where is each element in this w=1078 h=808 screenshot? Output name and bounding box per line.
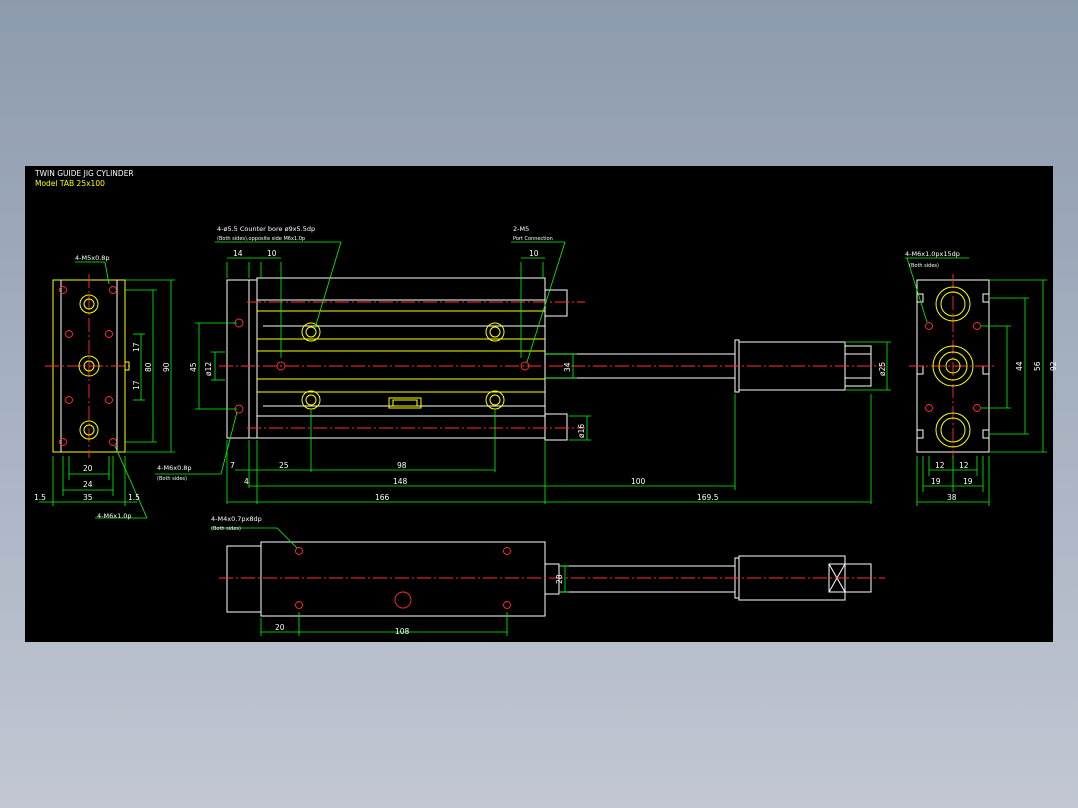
dim-92: 92 [1049,361,1058,371]
front-port-callout: 2-M5 [513,225,529,233]
dim-17-bottom: 17 [132,380,141,390]
dim-7: 7 [230,461,235,470]
dim-10-right: 10 [529,249,539,258]
dim-20: 20 [83,464,93,473]
drawing-title: TWIN GUIDE JIG CYLINDER [34,169,134,178]
right-callout: 4-M6x1.0px15dp [905,250,960,258]
dim-166: 166 [375,493,390,502]
front-view [155,241,891,504]
dim-20-bottom: 20 [275,623,285,632]
dim-38: 38 [947,493,957,502]
dim-35: 35 [83,493,93,502]
bottom-note: (Both sides) [211,526,241,532]
bottom-callout: 4-M4x0.7px8dp [211,515,262,523]
dim-34: 34 [563,362,572,372]
dim-1.5-right: 1.5 [128,493,140,502]
right-end-view [905,257,1047,506]
dim-169.5: 169.5 [697,493,719,502]
dim-28: 28 [555,574,564,584]
dim-19-right: 19 [963,477,973,486]
dim-dia25: ø25 [878,362,887,376]
right-note: (Both sides) [909,263,939,269]
dim-108: 108 [395,627,410,636]
front-side-callout: 4-M6x0.8p [157,464,192,472]
left-top-callout: 4-M5x0.8p [75,254,110,262]
dim-14: 14 [233,249,243,258]
dim-148: 148 [393,477,408,486]
dim-100: 100 [631,477,646,486]
dim-98: 98 [397,461,407,470]
front-side-note: (Both sides) [157,476,187,482]
cad-drawing: TWIN GUIDE JIG CYLINDER Model TAB 25x100 [34,169,1058,636]
dim-90: 90 [162,362,171,372]
cad-viewport[interactable]: TWIN GUIDE JIG CYLINDER Model TAB 25x100 [25,166,1058,642]
left-bottom-callout: 4-M6x1.0p [97,512,132,520]
dim-1.5-left: 1.5 [34,493,46,502]
front-bore-note: (Both sides),opposite side M6x1.0p [217,236,305,242]
model-label: Model TAB 25x100 [35,179,105,188]
dim-19-left: 19 [931,477,941,486]
bottom-view [211,527,885,636]
dim-4: 4 [244,477,249,486]
dim-10-left: 10 [267,249,277,258]
front-port-note: Port Connection [513,236,553,242]
dim-56: 56 [1033,361,1042,371]
dim-17-top: 17 [132,342,141,352]
dim-12-right: 12 [959,461,969,470]
dim-12-left: 12 [935,461,945,470]
dim-dia16: ø16 [577,424,586,438]
dim-45: 45 [189,362,198,372]
dim-44: 44 [1015,361,1024,371]
dim-80: 80 [144,362,153,372]
dim-dia12: ø12 [204,362,213,376]
left-end-view [39,261,175,519]
dim-25: 25 [279,461,289,470]
front-bore-callout: 4-ø5.5 Counter bore ø9x5.5dp [217,225,315,233]
dim-24: 24 [83,480,93,489]
